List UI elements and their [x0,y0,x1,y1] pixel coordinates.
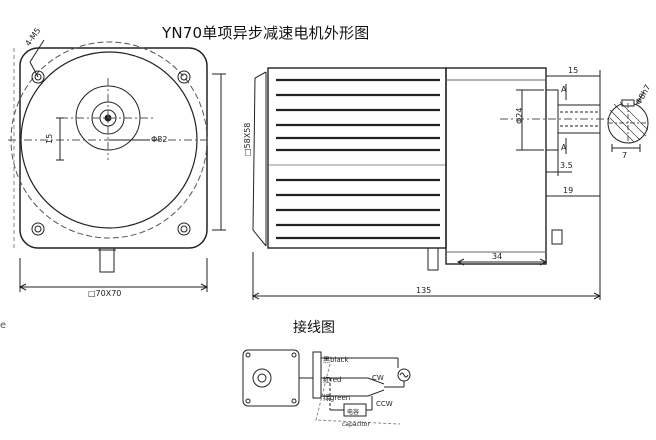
switch-label-cw: CW [372,374,384,382]
margin-fragment: e [0,320,7,331]
wire-label-red: 红red [323,375,341,384]
wiring-diagram [242,349,411,425]
dim-section-dia: Φ8h7 [634,83,653,106]
dim-shaft-step: 3.5 [560,161,573,170]
gearbox-housing [445,67,547,265]
dim-shaft-length: 19 [563,186,573,195]
dim-total-length: 135 [416,286,431,295]
wiring-labels: 黑black 红red 绿green CW CCW 电容 capacitor [323,356,393,428]
cooling-fins [276,78,440,240]
capacitor-label-cn: 电容 [347,408,359,416]
dim-shaft-offset: 15 [45,134,54,144]
bolt-hole-top-right [177,70,191,84]
dim-square-side: □58X58 [243,123,252,156]
dim-gearbox-length: 34 [492,252,502,261]
bolt-hole-bottom-right [177,222,191,236]
dim-square-frame: □70X70 [88,289,121,298]
wire-label-black: 黑black [323,356,350,364]
wiring-diagram-title: 接线图 [293,320,335,336]
bolt-hole-bottom-left [31,222,45,236]
front-flange-square [19,47,208,249]
dim-bolt-holes: 4-M5 [24,26,43,48]
capacitor-label-en: capacitor [342,421,370,428]
front-view [8,39,226,292]
bolt-hole-top-left [31,70,45,84]
side-view [251,67,612,300]
section-label-bottom: A [561,143,567,152]
dim-pitch-circle: Φ82 [151,135,167,144]
output-shaft-boss [545,89,559,151]
section-label-top: A [561,85,567,94]
drawing-title: YN70单项异步减速电机外形图 [162,24,370,42]
shaft-section-a [607,91,649,152]
dim-key-length: 15 [568,66,578,75]
side-shaft-stub [427,247,439,271]
switch-label-ccw: CCW [376,400,393,408]
wire-label-green: 绿green [323,393,350,402]
motor-rear-cap [252,71,267,247]
dim-flange-dia: Φ24 [515,108,524,124]
dim-key-height: 7 [622,151,627,160]
front-shaft-stub [99,247,115,273]
